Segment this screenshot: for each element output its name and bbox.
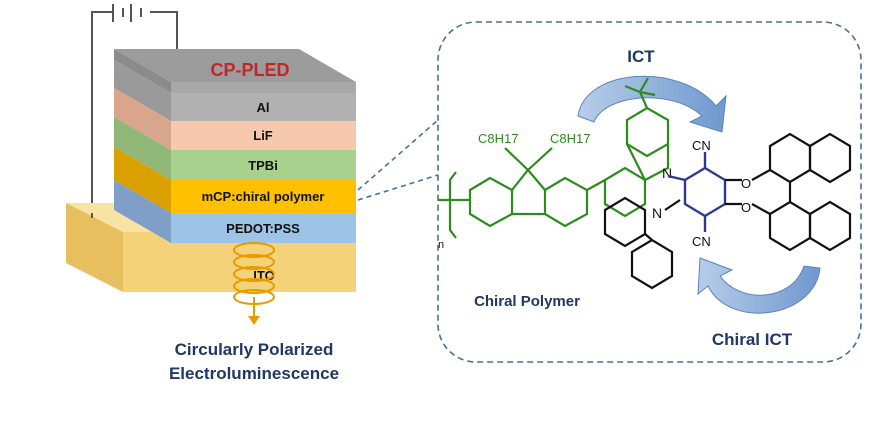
atom-n-upper: N (662, 165, 672, 181)
layer-lif: LiF (171, 121, 356, 150)
layer-top-face (114, 49, 356, 82)
chiral-ict-arrow-icon (697, 257, 821, 314)
layer-al: Al (171, 93, 356, 121)
caption-line-1: Circularly Polarized (175, 340, 334, 359)
atom-o-lower: O (741, 200, 751, 215)
caption-line-2: Electroluminescence (169, 364, 339, 383)
atom-n-lower: N (652, 205, 662, 221)
molecule-panel: ICT Chiral ICT Chiral Polymer (437, 21, 862, 363)
carbazole-green (603, 77, 670, 218)
atom-cn-lower: CN (692, 234, 711, 249)
alkyl-label-right: C8H17 (550, 131, 590, 146)
device-stack: Al LiF TPBi mCP:chiral polymer PEDOT:PSS… (66, 4, 356, 383)
zoom-connector (357, 119, 439, 201)
layer-side-faces (114, 49, 171, 243)
cpl-spiral-icon (233, 242, 275, 325)
layer-emissive: mCP:chiral polymer (171, 180, 356, 213)
layer-cp-pled (171, 82, 356, 93)
device-title: CP-PLED (210, 60, 289, 80)
ict-label: ICT (627, 47, 655, 66)
dicyano-core (667, 152, 727, 232)
layer-label-lif: LiF (253, 128, 273, 143)
layer-tpbi: TPBi (171, 150, 356, 180)
carbazole-black (603, 196, 681, 290)
repeat-subscript: n (438, 239, 444, 251)
binaphthyl-unit (725, 132, 852, 252)
layer-label-tpbi: TPBi (248, 158, 278, 173)
battery-icon (112, 4, 142, 22)
layer-label-pedot: PEDOT:PSS (226, 221, 300, 236)
ict-arrow-icon (577, 75, 727, 133)
chiral-polymer-label: Chiral Polymer (474, 293, 580, 310)
layer-label-emissive: mCP:chiral polymer (202, 189, 325, 204)
layer-label-al: Al (257, 100, 270, 115)
chiral-ict-label: Chiral ICT (712, 330, 793, 349)
atom-cn-upper: CN (692, 138, 711, 153)
atom-o-upper: O (741, 176, 751, 191)
fluorene-unit (438, 147, 606, 239)
panel-dashed-border (437, 21, 862, 363)
circuit-wire (91, 11, 178, 213)
layer-pedot: PEDOT:PSS (171, 213, 356, 243)
alkyl-label-left: C8H17 (478, 131, 518, 146)
